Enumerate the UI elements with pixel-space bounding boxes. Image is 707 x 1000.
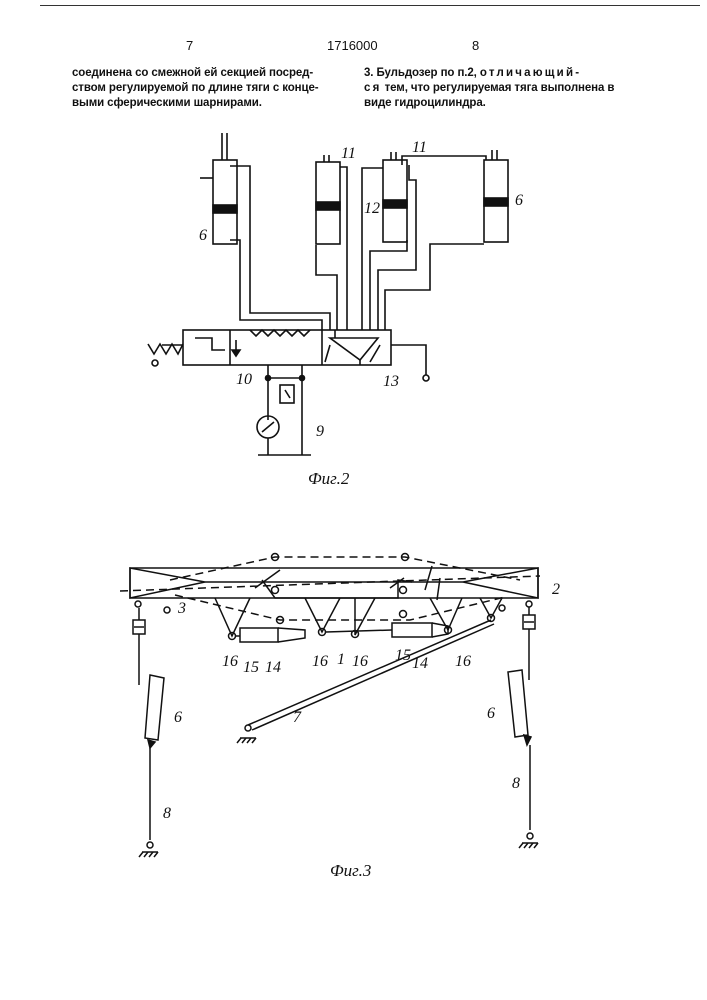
fig3-label-3: 3 bbox=[177, 600, 186, 617]
right-support bbox=[499, 601, 538, 848]
angle-arrows bbox=[425, 566, 440, 600]
fig3-label-1: 1 bbox=[337, 651, 345, 668]
fig3-label-8a: 8 bbox=[163, 805, 171, 822]
fig3-label-16b: 16 bbox=[312, 653, 328, 670]
fig3-label-15a: 15 bbox=[243, 659, 259, 676]
fig3-label-14a: 14 bbox=[265, 659, 281, 676]
fig3-label-16a: 16 bbox=[222, 653, 238, 670]
hinge-low-right bbox=[400, 611, 407, 618]
figure-3-caption: Фиг.3 bbox=[330, 861, 371, 880]
fig3-label-2: 2 bbox=[552, 581, 560, 598]
hinge-mid-left bbox=[272, 587, 279, 594]
fig3-label-7: 7 bbox=[293, 709, 302, 726]
push-rod-7 bbox=[237, 620, 494, 743]
fig3-label-6b: 6 bbox=[487, 705, 495, 722]
fig3-label-15b: 15 bbox=[395, 647, 411, 664]
connecting-cylinders bbox=[236, 623, 448, 642]
hinge-mid-right bbox=[400, 587, 407, 594]
fig3-label-8b: 8 bbox=[512, 775, 520, 792]
fig3-label-6a: 6 bbox=[174, 709, 182, 726]
fig3-label-16c: 16 bbox=[352, 653, 368, 670]
fig3-label-14b: 14 bbox=[412, 655, 428, 672]
fig3-label-16d: 16 bbox=[455, 653, 471, 670]
